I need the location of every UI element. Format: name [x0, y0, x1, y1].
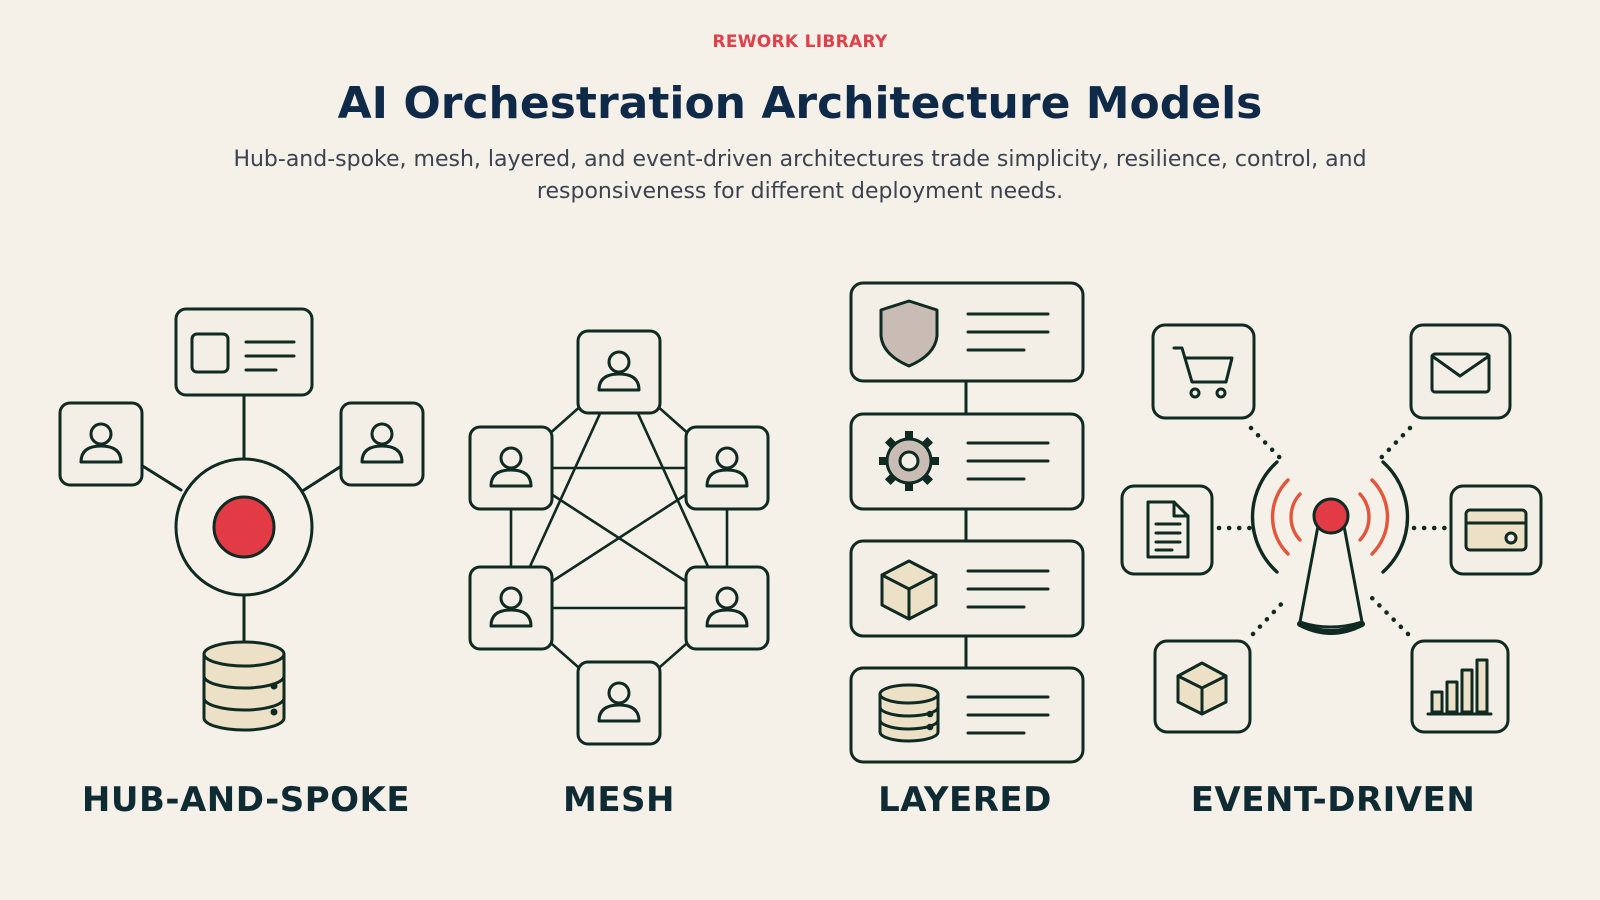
mesh-agent-lower-right-icon — [686, 567, 768, 649]
hub-link-right — [302, 463, 345, 492]
mesh-agent-upper-right-icon — [686, 427, 768, 509]
label-event-driven: EVENT-DRIVEN — [1190, 780, 1476, 820]
page-subtitle: Hub-and-spoke, mesh, layered, and event-… — [233, 147, 1367, 204]
library-kicker: REWORK LIBRARY — [712, 32, 888, 52]
credit-card-icon — [1449, 484, 1543, 576]
hub-and-spoke-diagram — [60, 307, 423, 732]
signal-waves — [1270, 478, 1390, 556]
layer-modules — [849, 539, 1085, 638]
event-source-dot — [1312, 497, 1350, 535]
broadcast-tower-icon — [1250, 460, 1410, 635]
mesh-agent-bottom-icon — [578, 662, 660, 744]
layered-diagram — [849, 281, 1085, 764]
cube-icon — [880, 559, 938, 621]
mesh-links — [509, 370, 729, 705]
mesh-agent-top-icon — [578, 331, 660, 413]
label-mesh: MESH — [562, 780, 675, 820]
package-icon — [1153, 639, 1252, 734]
shield-icon — [879, 299, 939, 368]
event-channels — [1216, 425, 1451, 637]
hub-user-right-icon — [341, 403, 423, 485]
hub-user-left-icon — [60, 403, 142, 485]
mesh-diagram — [470, 331, 768, 744]
shopping-cart-icon — [1151, 323, 1256, 420]
page-title: AI Orchestration Architecture Models — [337, 78, 1263, 129]
mesh-agent-upper-left-icon — [470, 427, 552, 509]
document-icon — [1120, 484, 1214, 576]
signal-outer-waves — [1250, 460, 1410, 574]
layer-data — [849, 666, 1085, 764]
label-hub-and-spoke: HUB-AND-SPOKE — [81, 780, 411, 820]
database-icon — [202, 640, 286, 732]
label-layered: LAYERED — [878, 780, 1052, 820]
mesh-agent-lower-left-icon — [470, 567, 552, 649]
layer-security — [849, 281, 1085, 383]
gear-icon — [879, 431, 939, 491]
event-driven-diagram — [1120, 323, 1543, 734]
layer-processing — [849, 412, 1085, 511]
layer-database-icon — [878, 683, 940, 743]
hub-link-left — [139, 463, 183, 492]
profile-card-icon — [174, 307, 314, 397]
mail-icon — [1409, 323, 1512, 420]
hub-core-icon — [174, 457, 314, 597]
bar-chart-icon — [1410, 639, 1510, 734]
